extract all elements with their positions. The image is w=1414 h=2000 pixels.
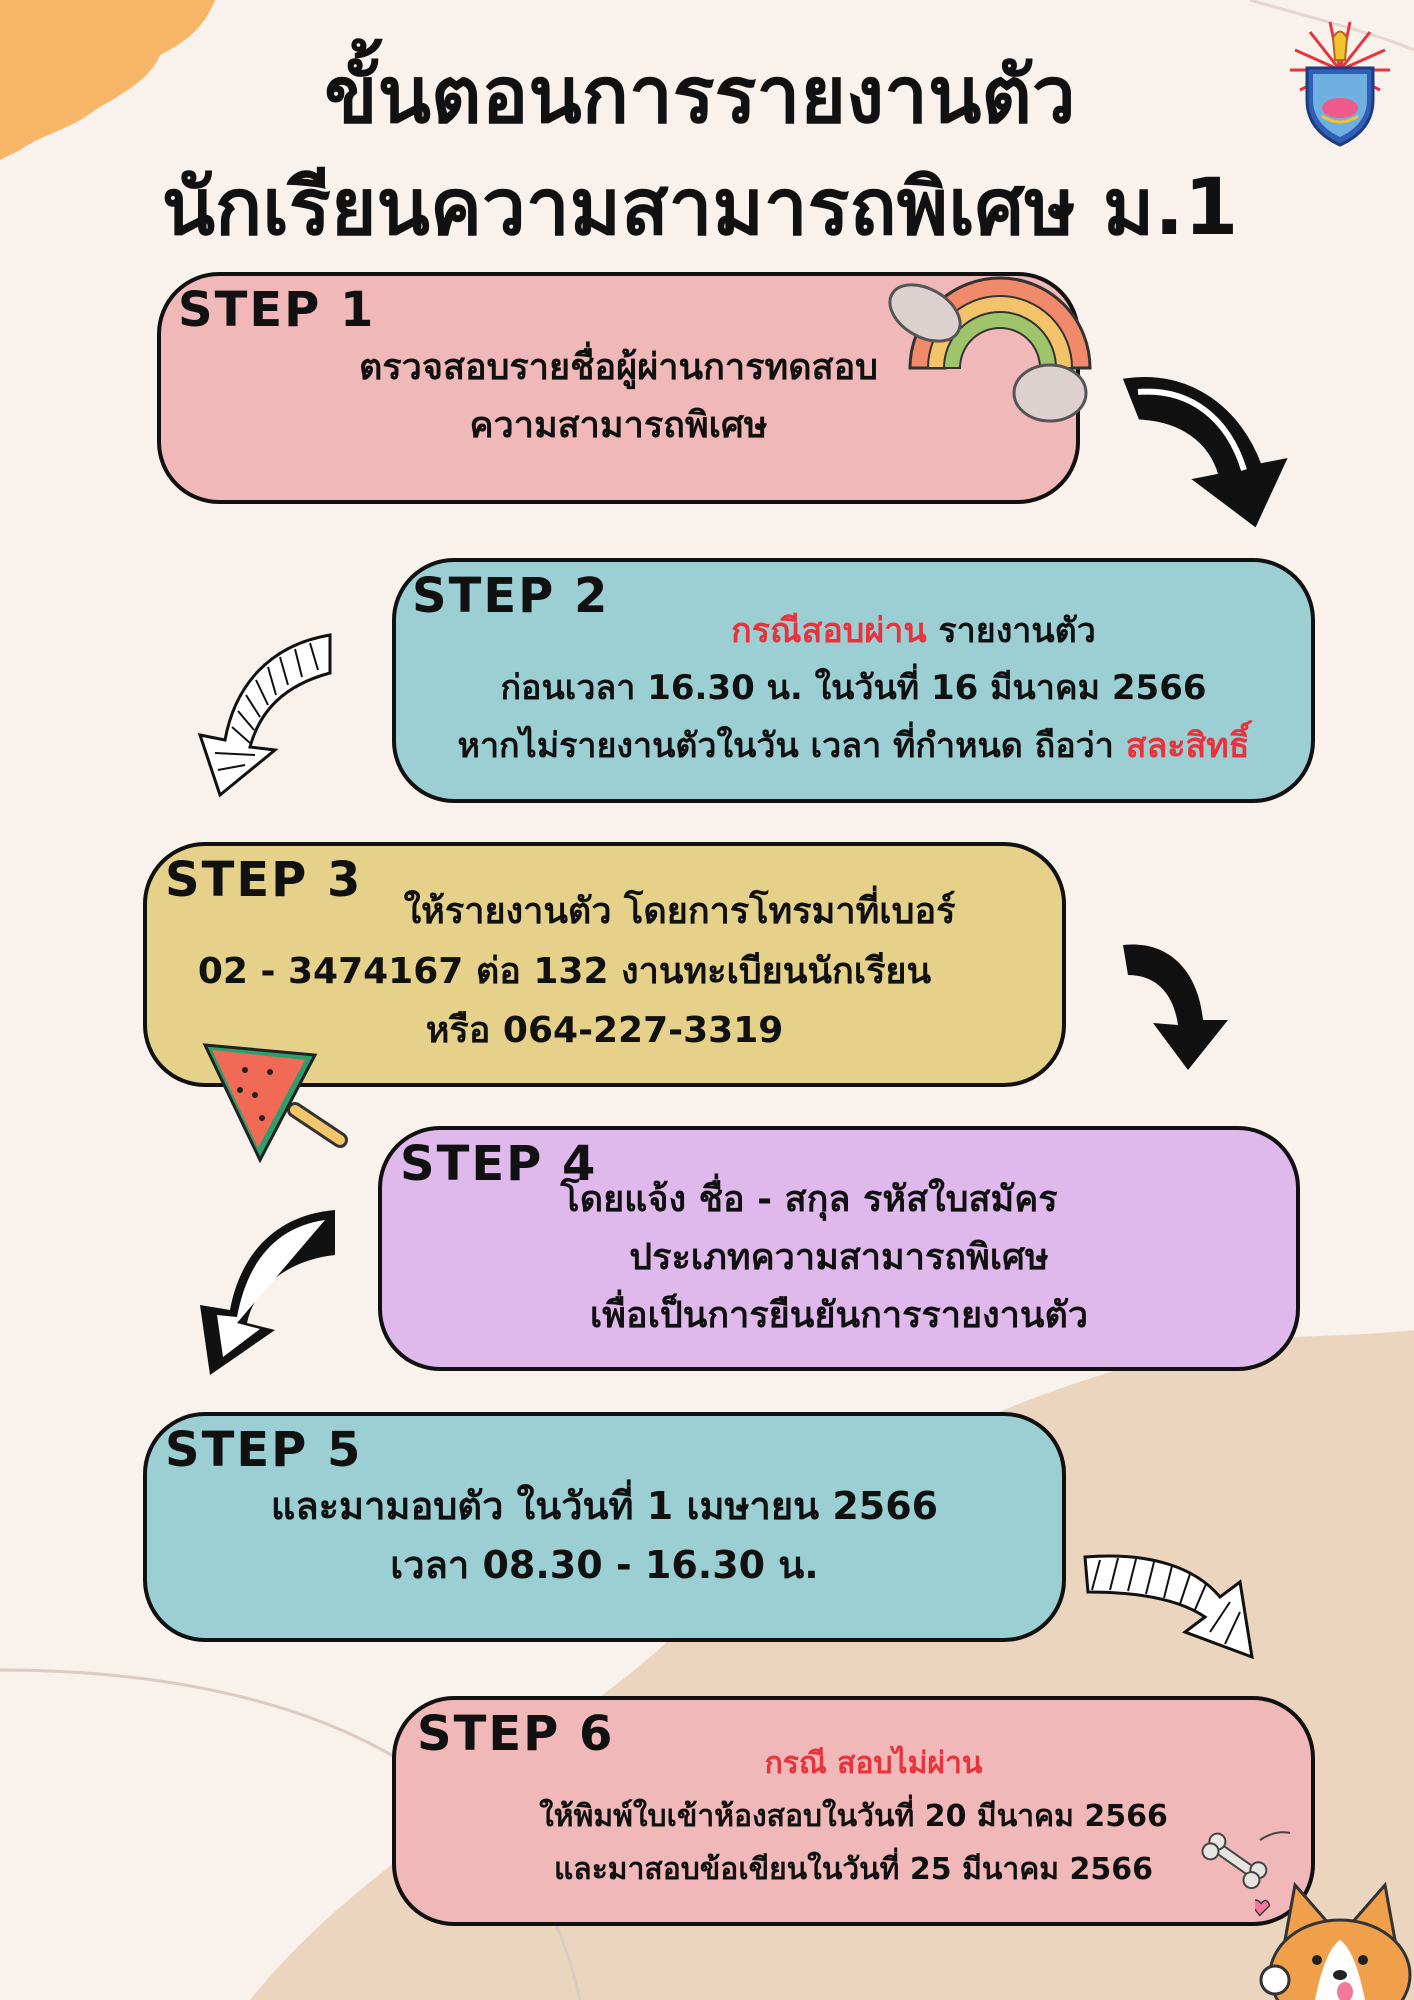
title-line-1: ขั้นตอนการรายงานตัว — [324, 51, 1076, 141]
step-4-line-1: โดยแจ้ง ชื่อ - สกุล รหัสใบสมัคร — [560, 1179, 1058, 1220]
orange-paint-splash — [0, 0, 215, 160]
step-2-pass-highlight: กรณีสอบผ่าน — [731, 611, 927, 651]
step-6-fail-highlight: กรณี สอบไม่ผ่าน — [764, 1746, 983, 1781]
step-4-line-3: เพื่อเป็นการยืนยันการรายงานตัว — [589, 1295, 1089, 1336]
corgi-dog-icon — [1255, 1881, 1412, 2000]
step-3-label: STEP 3 — [165, 852, 363, 908]
step-1-line-2: ความสามารถพิเศษ — [469, 405, 768, 446]
step-5-label: STEP 5 — [165, 1422, 363, 1478]
step-3-line-1: ให้รายงานตัว โดยการโทรมาที่เบอร์ — [403, 891, 956, 932]
rainbow-icon — [888, 276, 1092, 423]
step-1-label: STEP 1 — [178, 282, 376, 338]
step-2-line-1-rest: รายงานตัว — [926, 611, 1096, 651]
hatched-arrow-icon — [1083, 1554, 1254, 1660]
step-2-line-3-text: หากไม่รายงานตัวในวัน เวลา ที่กำหนด ถือว่… — [457, 726, 1126, 766]
title-line-2: นักเรียนความสามารถพิเศษ ม.1 — [161, 163, 1239, 253]
step-2-line-1: กรณีสอบผ่าน รายงานตัว — [392, 603, 1315, 657]
step-3-line-3: หรือ 064-227-3319 — [425, 1010, 784, 1051]
step-2-line-3: หากไม่รายงานตัวในวัน เวลา ที่กำหนด ถือว่… — [392, 718, 1315, 772]
step-4-label: STEP 4 — [400, 1136, 598, 1192]
top-right-curve — [1249, 0, 1414, 52]
step-3-line-2: 02 - 3474167 ต่อ 132 งานทะเบียนนักเรียน — [197, 951, 932, 992]
step-6-card — [392, 1696, 1315, 1926]
page-title: ขั้นตอนการรายงานตัว นักเรียนความสามารถพิ… — [160, 40, 1240, 264]
step-2-label: STEP 2 — [412, 568, 610, 624]
bone-icon — [1201, 1831, 1291, 1890]
step-4-card — [378, 1126, 1300, 1371]
step-6-line-2: และมาสอบข้อเขียนในวันที่ 25 มีนาคม 2566 — [553, 1852, 1154, 1887]
step-3-card — [143, 842, 1066, 1087]
step-4-line-2: ประเภทความสามารถพิเศษ — [629, 1237, 1049, 1278]
hatched-arrow-icon — [197, 633, 332, 798]
step-1-line-1: ตรวจสอบรายชื่อผู้ผ่านการทดสอบ — [358, 347, 879, 388]
step-5-line-1: และมามอบตัว ในวันที่ 1 เมษายน 2566 — [270, 1484, 939, 1528]
step-2-card — [392, 558, 1315, 803]
down-arrow-icon — [1123, 944, 1228, 1070]
step-2-line-2: ก่อนเวลา 16.30 น. ในวันที่ 16 มีนาคม 256… — [500, 668, 1207, 708]
step-5-card — [143, 1412, 1066, 1642]
outlined-arrow-icon — [200, 1210, 335, 1375]
step-6-line-1: ให้พิมพ์ใบเข้าห้องสอบในวันที่ 20 มีนาคม … — [539, 1799, 1168, 1834]
watermelon-icon — [202, 1043, 348, 1164]
curved-arrow-icon — [1122, 377, 1288, 528]
step-5-line-2: เวลา 08.30 - 16.30 น. — [390, 1543, 819, 1587]
step-2-forfeit-highlight: สละสิทธิ์ — [1125, 726, 1250, 766]
step-6-label: STEP 6 — [417, 1706, 615, 1762]
school-crest-icon — [1290, 21, 1390, 147]
